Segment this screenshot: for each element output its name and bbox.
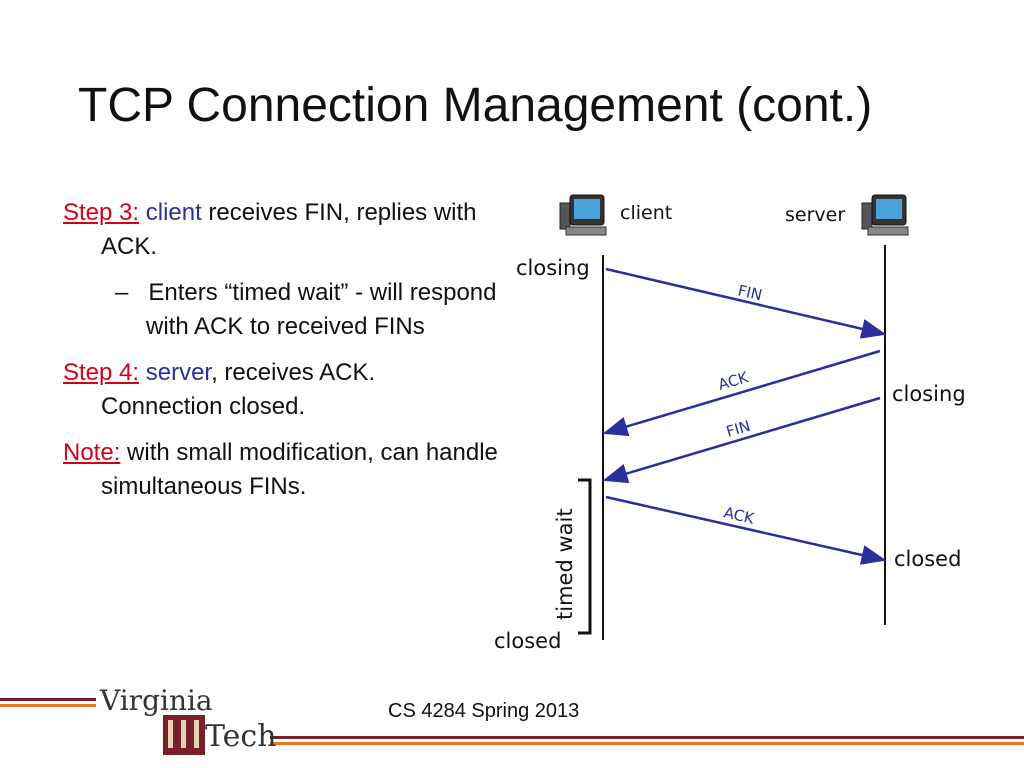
ack-arrow-client-to-server — [605, 495, 887, 565]
server-label: server — [785, 204, 845, 226]
footer-bar-right-maroon — [270, 736, 1024, 739]
step4-actor: server — [145, 359, 212, 386]
ack-arrow-server-to-client — [602, 349, 881, 437]
client-closing-label: closing — [516, 256, 590, 280]
server-computer-icon — [861, 194, 909, 236]
vt-seal-icon — [163, 715, 205, 755]
bullet-step4: Step 4: server, receives ACK. Connection… — [63, 356, 503, 424]
note-label: Note: — [63, 439, 121, 466]
server-closed-label: closed — [894, 547, 961, 571]
client-closed-label: closed — [494, 629, 561, 653]
client-computer-icon — [559, 194, 607, 236]
server-closing-label: closing — [892, 382, 966, 406]
step3-label: Step 3: — [63, 199, 140, 226]
logo-tech-text: Tech — [205, 719, 277, 754]
fin-label-2: FIN — [724, 417, 752, 441]
note-text: with small modification, can handle simu… — [101, 439, 498, 500]
step3-text: receives FIN, replies with ACK. — [101, 199, 477, 260]
footer-course-label: CS 4284 Spring 2013 — [388, 700, 580, 722]
sub-dash: – — [115, 279, 129, 306]
timed-wait-bracket — [578, 478, 592, 635]
step3-actor: client — [145, 199, 202, 226]
bullet-step3: Step 3: client receives FIN, replies wit… — [63, 196, 503, 264]
footer-bar-left-orange — [0, 704, 96, 707]
footer-bar-right-orange — [270, 742, 1024, 745]
client-label: client — [620, 202, 672, 224]
footer-branding: Virginia Tech — [0, 684, 1024, 755]
bullet-list: Step 3: client receives FIN, replies wit… — [63, 196, 503, 516]
step4-text: , receives ACK. Connection closed. — [101, 359, 376, 420]
fin-arrow-server-to-client — [602, 396, 881, 484]
footer-bar-left-maroon — [0, 698, 96, 701]
step4-label: Step 4: — [63, 359, 140, 386]
slide-title: TCP Connection Management (cont.) — [78, 79, 873, 132]
bullet-step3-sub: – Enters “timed wait” - will respond wit… — [63, 276, 503, 344]
tcp-close-diagram: client server closing closing closed clo… — [494, 194, 966, 653]
fin-label-1: FIN — [736, 281, 764, 304]
bullet-note: Note: with small modification, can handl… — [63, 436, 503, 504]
sub-text: Enters “timed wait” - will respond with … — [146, 279, 497, 340]
timed-wait-label: timed wait — [553, 508, 577, 620]
logo-virginia-text: Virginia — [99, 684, 213, 717]
fin-arrow-client-to-server — [605, 267, 887, 339]
